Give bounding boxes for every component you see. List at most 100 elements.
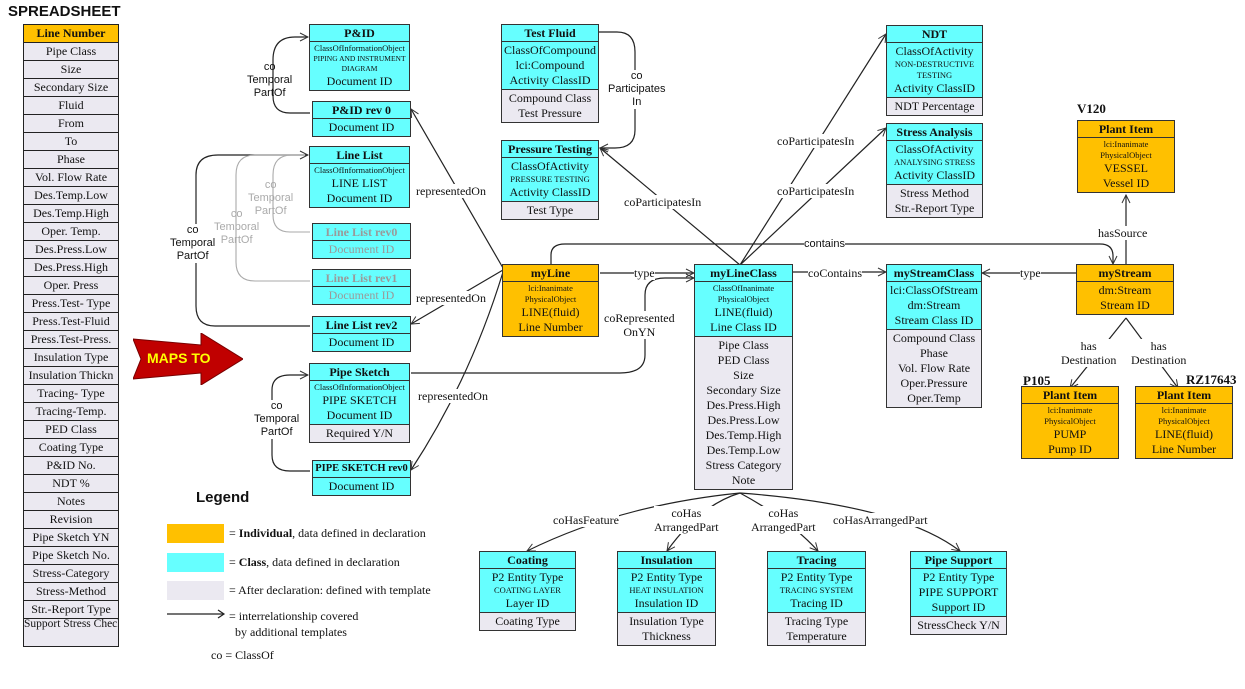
entity-attribute: Note — [731, 473, 756, 487]
entity-attribute: Document ID — [328, 479, 395, 493]
spreadsheet-cell[interactable]: Press.Test- Type — [23, 294, 119, 312]
spreadsheet-cell[interactable]: PED Class — [23, 420, 119, 438]
entity-title: Line List rev2 — [313, 317, 410, 334]
spreadsheet-cell[interactable]: Phase — [23, 150, 119, 168]
entity-attribute: Required Y/N — [325, 426, 394, 440]
spreadsheet-cell[interactable]: Insulation Type — [23, 348, 119, 366]
entity-declaration: Document ID — [313, 478, 410, 495]
spreadsheet-cell[interactable]: Support Stress Check YN — [23, 618, 119, 647]
spreadsheet-cell[interactable]: Press.Test-Fluid — [23, 312, 119, 330]
entity-attribute: P2 Entity Type — [491, 570, 564, 584]
entity-title: Pipe Support — [911, 552, 1006, 569]
maps-to-arrow: MAPS TO — [132, 332, 244, 386]
spreadsheet-cell[interactable]: Secondary Size — [23, 78, 119, 96]
spreadsheet-cell[interactable]: Pipe Class — [23, 42, 119, 60]
spreadsheet-cell[interactable]: Pipe Sketch No. — [23, 546, 119, 564]
spreadsheet-cell[interactable]: Fluid — [23, 96, 119, 114]
spreadsheet-cell[interactable]: Tracing-Temp. — [23, 402, 119, 420]
entity-attribute: PUMP — [1053, 427, 1087, 441]
entity-title: Pipe Sketch — [310, 364, 409, 381]
spreadsheet-cell[interactable]: Des.Temp.Low — [23, 186, 119, 204]
spreadsheet-cell[interactable]: Oper. Temp. — [23, 222, 119, 240]
entity-attribute: Test Type — [526, 203, 574, 217]
spreadsheet-cell[interactable]: Size — [23, 60, 119, 78]
spreadsheet-cell[interactable]: NDT % — [23, 474, 119, 492]
entity-attribute: Temperature — [786, 629, 847, 643]
spreadsheet-cell[interactable]: Coating Type — [23, 438, 119, 456]
spreadsheet-cell[interactable]: To — [23, 132, 119, 150]
spreadsheet-cell[interactable]: Des.Temp.High — [23, 204, 119, 222]
entity-attribute: ClassOfInformationObject — [314, 165, 405, 175]
spreadsheet-cell[interactable]: Notes — [23, 492, 119, 510]
spreadsheet-cell[interactable]: Oper. Press — [23, 276, 119, 294]
entity-attribute: Tracing ID — [790, 596, 843, 610]
rel-type-stream: type — [1020, 266, 1041, 280]
spreadsheet-cell[interactable]: From — [23, 114, 119, 132]
entity-attribute: Line Number — [518, 320, 583, 334]
spreadsheet-cell[interactable]: Vol. Flow Rate — [23, 168, 119, 186]
spreadsheet-cell[interactable]: Line Number — [23, 24, 119, 42]
entity-attribute: Stress Category — [705, 458, 782, 472]
spreadsheet-cell[interactable]: Pipe Sketch YN — [23, 528, 119, 546]
spreadsheet-cell[interactable]: Press.Test-Press. — [23, 330, 119, 348]
spreadsheet-cell[interactable]: Insulation Thickn — [23, 366, 119, 384]
entity-title: myLine — [503, 265, 598, 282]
spreadsheet-cell[interactable]: Des.Press.Low — [23, 240, 119, 258]
entity-attribute: P2 Entity Type — [630, 570, 703, 584]
entity-attribute: StressCheck Y/N — [917, 618, 1000, 632]
entity-attribute: Activity ClassID — [894, 81, 975, 95]
spreadsheet-cell[interactable]: Des.Press.High — [23, 258, 119, 276]
spreadsheet-cell[interactable]: Str.-Report Type — [23, 600, 119, 618]
entity-title: Line List rev0 — [313, 224, 410, 241]
entity-attribute: lci:Inanimate — [528, 283, 573, 293]
entity-attribute: Document ID — [326, 74, 393, 88]
spreadsheet-cell[interactable]: Revision — [23, 510, 119, 528]
entity-attribute: Vol. Flow Rate — [897, 361, 971, 375]
pump-tag: P105 — [1023, 373, 1051, 388]
entity-attribute: Thickness — [642, 629, 691, 643]
rel-hassource: hasSource — [1098, 226, 1148, 240]
spreadsheet-cell[interactable]: Stress-Category — [23, 564, 119, 582]
entity-title: Line List — [310, 147, 409, 164]
entity-attribute: dm:Stream — [1098, 283, 1152, 297]
entity-attribute: PhysicalObject — [717, 294, 770, 304]
entity-attribute: Document ID — [326, 191, 393, 205]
entity-title: NDT — [887, 26, 982, 43]
spreadsheet-cell[interactable]: Stress-Method — [23, 582, 119, 600]
spreadsheet-cell[interactable]: P&ID No. — [23, 456, 119, 474]
entity-attribute: PhysicalObject — [1100, 150, 1152, 160]
entity-attribute: Pipe Class — [718, 338, 769, 352]
spreadsheet-cell[interactable]: Tracing- Type — [23, 384, 119, 402]
entity-attribute: LINE LIST — [331, 176, 388, 190]
